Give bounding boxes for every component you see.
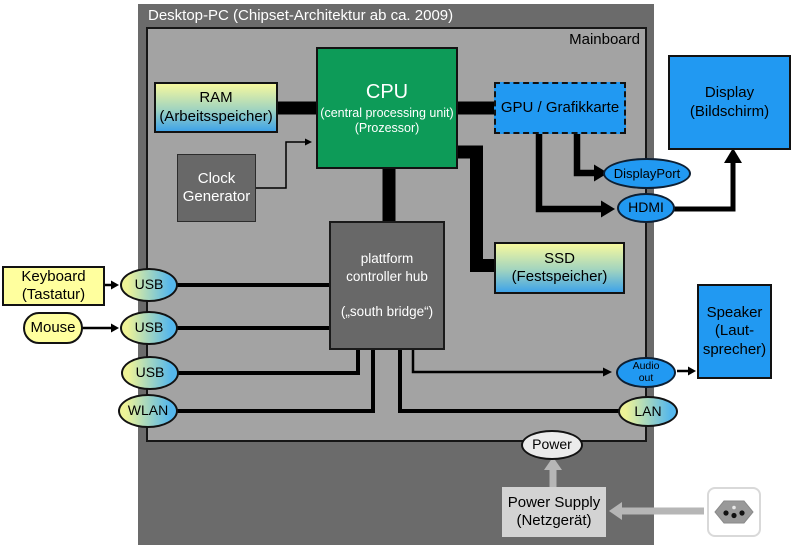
- clock-cpu-arrowhead-icon: [305, 138, 312, 146]
- pch-label-3: („south bridge“): [340, 304, 434, 320]
- cpu-node: CPU (central processing unit) (Prozessor…: [316, 47, 458, 169]
- cpu-subtitle: (central processing unit): [320, 105, 454, 120]
- wlan-label: WLAN: [127, 402, 169, 419]
- clock-label-2: Generator: [182, 188, 251, 205]
- usb3-pch-line: [178, 350, 360, 375]
- power-label: Power: [532, 436, 572, 453]
- mouse-usb-arrowhead-icon: [111, 323, 119, 333]
- power-port: Power: [521, 430, 583, 460]
- gpu-hdmi-line: [535, 132, 601, 213]
- usb-1-label: USB: [134, 276, 164, 293]
- lan-label: LAN: [634, 402, 662, 419]
- pch-audio-line: [411, 349, 603, 374]
- ram-title: RAM: [199, 89, 233, 107]
- pch-label-1: plattform: [360, 250, 414, 266]
- speaker-title: Speaker: [706, 304, 763, 322]
- audio-speaker-arrowhead-icon: [688, 366, 696, 376]
- display-title: Display: [704, 84, 755, 102]
- wlan-port: WLAN: [118, 394, 178, 428]
- platform-controller-hub-node: plattform controller hub („south bridge“…: [329, 221, 445, 350]
- gpu-hdmi-arrowhead-icon: [601, 200, 615, 218]
- usb-3-label: USB: [135, 364, 165, 381]
- display-subtitle: (Bildschirm): [689, 102, 770, 120]
- clock-label-1: Clock: [197, 169, 236, 187]
- clock-cpu-line: [255, 141, 305, 189]
- keyboard-subtitle: (Tastatur): [21, 286, 86, 303]
- mouse-label: Mouse: [30, 318, 76, 336]
- hdmi-display-line: [673, 162, 736, 212]
- ssd-node: SSD (Festspeicher): [494, 242, 625, 294]
- power-socket-icon: [714, 500, 754, 524]
- clock-generator-node: Clock Generator: [177, 154, 256, 222]
- socket-psu-arrowhead-icon: [609, 502, 622, 520]
- pch-audio-arrowhead-icon: [603, 367, 612, 377]
- power-supply-node: Power Supply (Netzgerät): [502, 487, 606, 537]
- speaker-node: Speaker (Laut- sprecher): [697, 284, 772, 379]
- pch-label-2: controller hub: [346, 268, 428, 284]
- wlan-pch-line: [176, 350, 375, 413]
- hdmi-label: HDMI: [628, 199, 664, 216]
- cpu-ssd-bus: [455, 145, 496, 272]
- ssd-title: SSD: [544, 249, 575, 267]
- diagram-title: Desktop-PC (Chipset-Architektur ab ca. 2…: [148, 7, 454, 24]
- cpu-subtitle-de: (Prozessor): [354, 121, 420, 136]
- mouse-node: Mouse: [23, 312, 83, 344]
- audio-out-label-1: Audio: [632, 359, 660, 372]
- speaker-subtitle-1: (Laut-: [714, 322, 755, 340]
- keyboard-usb-arrowhead-icon: [111, 280, 119, 290]
- usb-2-label: USB: [134, 319, 164, 336]
- speaker-subtitle-2: sprecher): [702, 340, 767, 358]
- gpu-displayport-line: [573, 132, 594, 177]
- audio-out-port: Audio out: [616, 357, 676, 388]
- gpu-node: GPU / Grafikkarte: [494, 82, 626, 134]
- ram-subtitle: (Arbeitsspeicher): [159, 107, 273, 125]
- gpu-label: GPU / Grafikkarte: [500, 98, 620, 116]
- ssd-subtitle: (Festspeicher): [511, 268, 608, 285]
- lan-port: LAN: [618, 396, 678, 427]
- hdmi-port: HDMI: [617, 193, 675, 223]
- usb-port-2: USB: [120, 311, 178, 345]
- ram-node: RAM (Arbeitsspeicher): [154, 82, 278, 133]
- psu-power-arrowhead-icon: [544, 457, 562, 470]
- audio-out-label-2: out: [638, 371, 654, 384]
- power-supply-subtitle: (Netzgerät): [516, 512, 592, 529]
- power-supply-title: Power Supply: [507, 493, 601, 511]
- usb-port-3: USB: [121, 356, 179, 390]
- displayport-label: DisplayPort: [613, 165, 681, 181]
- mainboard-label: Mainboard: [569, 31, 640, 48]
- gpu-displayport-arrowhead-icon: [594, 164, 608, 182]
- pch-lan-line: [398, 349, 621, 413]
- usb-port-1: USB: [120, 268, 178, 302]
- displayport-port: DisplayPort: [603, 158, 691, 189]
- keyboard-title: Keyboard: [21, 267, 86, 285]
- hdmi-display-arrowhead-icon: [724, 148, 742, 163]
- display-node: Display (Bildschirm): [668, 55, 791, 150]
- wall-socket-node: [707, 487, 761, 537]
- cpu-title: CPU: [365, 80, 409, 103]
- keyboard-node: Keyboard (Tastatur): [2, 266, 105, 306]
